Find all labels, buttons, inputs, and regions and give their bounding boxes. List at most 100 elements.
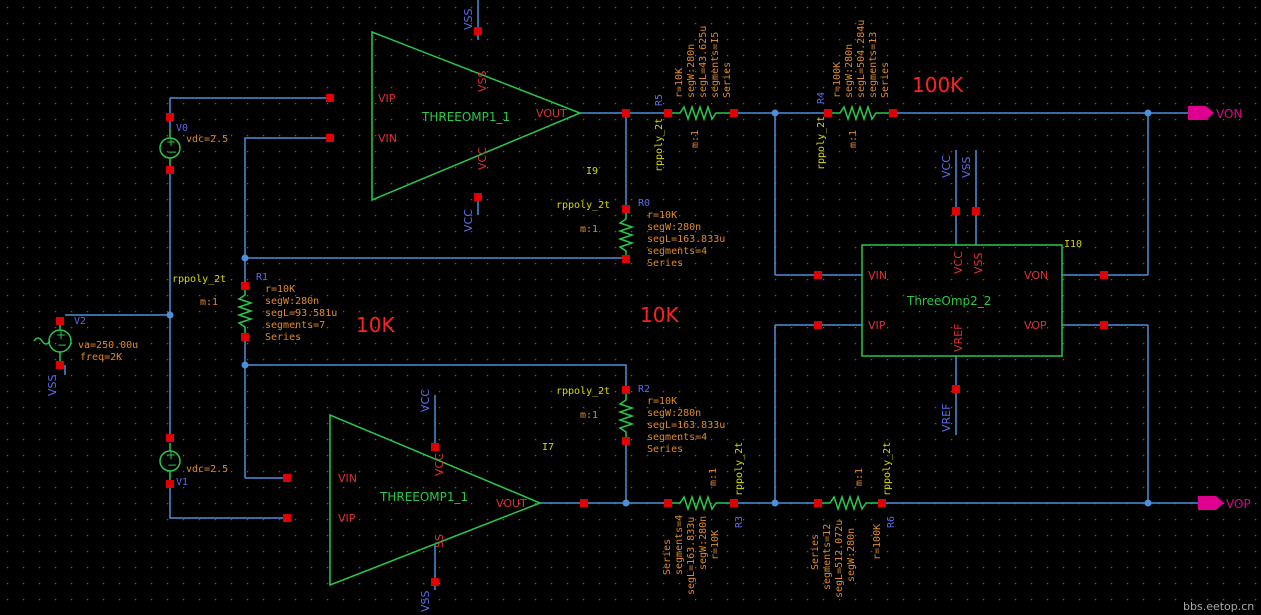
resistor-r6-param-segw: segW:280n xyxy=(846,528,857,582)
resistor-r2-param-segl: segL=163.833u xyxy=(647,420,725,431)
resistor-r3-name: R3 xyxy=(734,516,745,528)
opamp-bottom[interactable]: VIN VIP VOUT VCC SS THREEOMP1_1 VCC VSS … xyxy=(329,389,554,612)
opamp-bottom-vcc-net: VCC xyxy=(419,389,432,412)
source-v0-name: V0 xyxy=(176,123,188,134)
fd-amp-vss-pin: VSS xyxy=(972,252,985,274)
resistor-r5-param-segments: segments=15 xyxy=(710,32,721,98)
resistor-r5-name: R5 xyxy=(654,94,665,106)
resistor-r4-param-series: Series xyxy=(880,62,891,98)
fd-amp-vss-net: VSS xyxy=(960,156,973,178)
fd-amp-vip-label: VIP xyxy=(868,319,886,332)
resistor-r4-param-segments: segments=13 xyxy=(868,32,879,98)
resistor-r6-name: R6 xyxy=(886,516,897,528)
opamp-bottom-vout-label: VOUT xyxy=(496,497,527,510)
port-vop-label: VOP xyxy=(1226,497,1251,511)
port-von-label: VON xyxy=(1216,107,1242,121)
opamp-bottom-vss-net: VSS xyxy=(419,590,432,612)
resistor-r1-m: m:1 xyxy=(200,297,218,308)
resistor-r2-cell: rppoly_2t xyxy=(556,386,610,397)
resistor-r2-param-r: r=10K xyxy=(647,396,677,407)
resistor-r0-name: R0 xyxy=(638,198,650,209)
opamp-bottom-vin-label: VIN xyxy=(338,472,357,485)
resistor-r2-m: m:1 xyxy=(580,410,598,421)
resistor-r1-param-segments: segments=7 xyxy=(265,320,325,331)
opamp-top[interactable]: VIP VIN VOUT VSS VCC THREEOMP1_1 VSS VCC… xyxy=(371,8,598,232)
source-v1[interactable]: + − V1 vdc=2.5 xyxy=(159,443,228,488)
resistor-r2-param-segments: segments=4 xyxy=(647,432,707,443)
fd-amp-vop-label: VOP xyxy=(1024,319,1047,332)
opamp-bottom-vcc-pin: VCC xyxy=(433,453,446,476)
port-von[interactable]: VON xyxy=(1188,106,1242,121)
source-v1-param: vdc=2.5 xyxy=(186,464,228,475)
annotation-10k-mid: 10K xyxy=(640,303,679,327)
source-v1-name: V1 xyxy=(176,477,188,488)
source-v2-vss-net: VSS xyxy=(46,374,59,396)
svg-text:−: − xyxy=(167,145,177,159)
resistor-r4[interactable]: R4 r=100K segW:280n segL=504.284u segmen… xyxy=(816,20,891,170)
resistor-r0[interactable]: rppoly_2t R0 m:1 r=10K segW:280n segL=16… xyxy=(556,198,725,269)
fd-amp-vref-pin: VREF xyxy=(952,324,965,352)
source-v2[interactable]: + − V2 va=250.00u freq=2K VSS xyxy=(33,316,138,396)
resistor-r3-param-segl: segL=163.833u xyxy=(686,517,697,595)
fd-amp-vin-label: VIN xyxy=(868,269,887,282)
resistor-r0-param-segw: segW:280n xyxy=(647,222,701,233)
resistor-r5[interactable]: R5 r=10K segW:280n segL=43.625u segments… xyxy=(654,26,733,172)
opamp-bottom-inst: I7 xyxy=(542,442,554,453)
opamp-top-vss-pin: VSS xyxy=(476,70,489,92)
opamp-bottom-vss-pin: SS xyxy=(433,534,446,548)
resistor-r3[interactable]: Series segments=4 segL=163.833u segW:280… xyxy=(662,442,745,595)
opamp-bottom-name: THREEOMP1_1 xyxy=(379,490,468,504)
resistor-r6-m: m:1 xyxy=(854,468,865,486)
wires xyxy=(64,0,1200,590)
opamp-top-vcc-pin: VCC xyxy=(476,147,489,170)
opamp-top-vout-label: VOUT xyxy=(536,107,567,120)
resistor-r0-param-series: Series xyxy=(647,258,683,269)
source-v0-param: vdc=2.5 xyxy=(186,134,228,145)
resistor-r3-param-segments: segments=4 xyxy=(674,515,685,575)
opamp-top-vss-net: VSS xyxy=(462,8,475,30)
resistor-r2-param-series: Series xyxy=(647,444,683,455)
resistor-r1[interactable]: rppoly_2t R1 m:1 r=10K segW:280n segL=93… xyxy=(172,272,337,343)
junction-dots xyxy=(166,109,1152,507)
svg-text:+: + xyxy=(56,328,66,342)
fd-amp-name: ThreeOmp2_2 xyxy=(906,294,991,308)
source-v2-name: V2 xyxy=(74,316,86,327)
resistor-r3-param-series: Series xyxy=(662,539,673,575)
resistor-r1-param-series: Series xyxy=(265,332,301,343)
resistor-r2-name: R2 xyxy=(638,384,650,395)
source-v0[interactable]: + − V0 vdc=2.5 xyxy=(159,123,228,170)
resistor-r3-param-segw: segW:280n xyxy=(698,516,709,570)
fd-amp-inst: I10 xyxy=(1064,239,1082,250)
resistor-r6-param-r: r=100K xyxy=(872,524,883,560)
opamp-top-vip-label: VIP xyxy=(378,92,396,105)
port-vop[interactable]: VOP xyxy=(1198,496,1251,511)
resistor-r6-cell: rppoly_2t xyxy=(882,442,893,496)
opamp-bottom-vip-label: VIP xyxy=(338,512,356,525)
fd-amp[interactable]: VIN VIP VON VOP VCC VSS VREF ThreeOmp2_2… xyxy=(861,155,1082,432)
resistor-r2[interactable]: rppoly_2t R2 m:1 r=10K segW:280n segL=16… xyxy=(556,384,725,455)
opamp-top-vin-label: VIN xyxy=(378,132,397,145)
resistor-r1-param-r: r=10K xyxy=(265,284,295,295)
resistor-r3-param-r: r=10K xyxy=(710,530,721,560)
resistor-r5-param-r: r=10K xyxy=(674,68,685,98)
resistor-r1-param-segl: segL=93.581u xyxy=(265,308,337,319)
resistor-r0-cell: rppoly_2t xyxy=(556,200,610,211)
resistor-r1-param-segw: segW:280n xyxy=(265,296,319,307)
resistor-r0-m: m:1 xyxy=(580,224,598,235)
annotation-10k-left: 10K xyxy=(356,313,395,337)
resistor-r5-param-segl: segL=43.625u xyxy=(698,26,709,98)
svg-text:+: + xyxy=(166,135,176,149)
resistor-r6-param-series: Series xyxy=(810,534,821,570)
resistor-r4-param-segw: segW:280n xyxy=(844,44,855,98)
resistor-r0-param-segl: segL=163.833u xyxy=(647,234,725,245)
resistor-r5-cell: rppoly_2t xyxy=(654,118,665,172)
resistor-r6-param-segments: segments=12 xyxy=(822,524,833,590)
fd-amp-vref-net: VREF xyxy=(940,404,953,432)
fd-amp-vcc-net: VCC xyxy=(940,155,953,178)
resistor-r4-m: m:1 xyxy=(848,130,859,148)
resistor-r3-m: m:1 xyxy=(708,468,719,486)
resistor-r6[interactable]: Series segments=12 segL=512.072u segW:28… xyxy=(810,442,897,598)
resistor-r4-cell: rppoly_2t xyxy=(816,116,827,170)
